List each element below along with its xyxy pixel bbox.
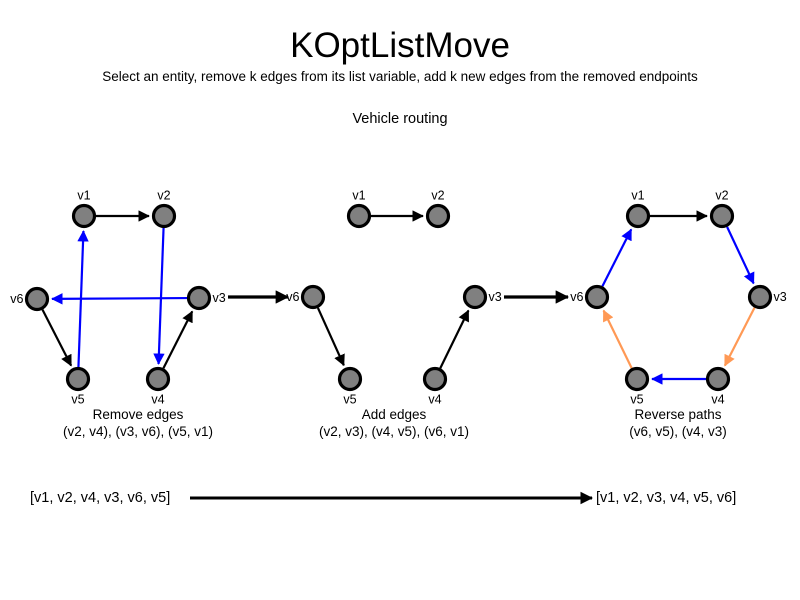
node-label: v2 [715,189,728,203]
node-label: v4 [428,393,441,407]
node-v4[interactable]: v4 [145,366,171,407]
node-circle [709,203,735,229]
node-v5[interactable]: v5 [337,366,363,407]
caption-line-1: Remove edges [92,407,184,422]
edge-v6-to-v5 [316,307,345,367]
node-circle [747,284,773,310]
caption-line-1: Add edges [361,407,427,422]
edge-v3-to-v4 [723,307,756,367]
node-v6[interactable]: v6 [570,284,610,310]
panel-caption-reverse-paths: Reverse paths (v6, v5), (v4, v3) [562,406,794,440]
list-before-move: [v1, v2, v4, v3, v6, v5] [30,490,171,506]
node-label: v6 [570,290,583,304]
node-label: v6 [10,292,23,306]
node-label: v2 [431,189,444,203]
node-layer: v1 v2 v3 v4 v5 v6 v1 v2 v3 v4 v5 v6 v1 v2 v3 v4 v5 v6 [10,189,786,407]
edge-v2-to-v3 [726,226,755,285]
node-v5[interactable]: v5 [65,366,91,407]
node-v2[interactable]: v2 [151,189,177,229]
node-circle [422,366,448,392]
node-v1[interactable]: v1 [71,189,97,229]
node-v3[interactable]: v3 [186,285,226,311]
node-circle [24,286,50,312]
node-v2[interactable]: v2 [425,189,451,229]
node-label: v6 [286,290,299,304]
node-circle [71,203,97,229]
list-after-move: [v1, v2, v3, v4, v5, v6] [596,490,737,506]
node-v3[interactable]: v3 [747,284,787,310]
node-label: v5 [71,393,84,407]
caption-line-1: Reverse paths [634,407,722,422]
node-label: v3 [213,291,226,305]
node-v3[interactable]: v3 [462,284,502,310]
node-circle [625,203,651,229]
node-v4[interactable]: v4 [422,366,448,407]
caption-line-2: (v2, v4), (v3, v6), (v5, v1) [62,424,214,439]
edge-layer [41,210,756,505]
node-label: v4 [151,393,164,407]
panel-caption-add-edges: Add edges (v2, v3), (v4, v5), (v6, v1) [274,406,514,440]
node-label: v1 [77,189,90,203]
caption-line-2: (v2, v3), (v4, v5), (v6, v1) [318,424,470,439]
node-circle [624,366,650,392]
node-label: v2 [157,189,170,203]
edge-v4-to-v3 [162,310,194,369]
page-subtitle: Select an entity, remove k edges from it… [102,69,698,84]
edge-v5-to-v1 [77,230,89,368]
caption-line-2: (v6, v5), (v4, v3) [629,424,727,439]
node-v1[interactable]: v1 [625,189,651,229]
node-v6[interactable]: v6 [10,286,50,312]
panel-caption-remove-edges: Remove edges (v2, v4), (v3, v6), (v5, v1… [18,406,258,440]
edge-v6-to-v5 [41,309,73,367]
node-label: v1 [352,189,365,203]
edge-v6-to-v1 [601,228,633,287]
edge-v3-to-v6 [51,293,188,305]
node-circle [145,366,171,392]
node-circle [65,366,91,392]
section-label-vehicle-routing: Vehicle routing [352,111,448,127]
node-circle [705,366,731,392]
node-v4[interactable]: v4 [705,366,731,407]
node-circle [462,284,488,310]
node-v6[interactable]: v6 [286,284,326,310]
edge-v4-to-v3 [439,309,470,369]
node-v5[interactable]: v5 [624,366,650,407]
node-circle [300,284,326,310]
node-circle [337,366,363,392]
page-title: KOptListMove [290,26,510,65]
node-circle [186,285,212,311]
node-v1[interactable]: v1 [346,189,372,229]
node-label: v3 [489,290,502,304]
node-label: v5 [630,393,643,407]
node-circle [346,203,372,229]
node-label: v3 [774,290,787,304]
edge-v2-to-v4 [153,227,165,365]
node-label: v4 [711,393,724,407]
node-circle [584,284,610,310]
node-label: v5 [343,393,356,407]
node-circle [425,203,451,229]
node-circle [151,203,177,229]
edge-v5-to-v6 [602,309,633,369]
node-label: v1 [631,189,644,203]
node-v2[interactable]: v2 [709,189,735,229]
